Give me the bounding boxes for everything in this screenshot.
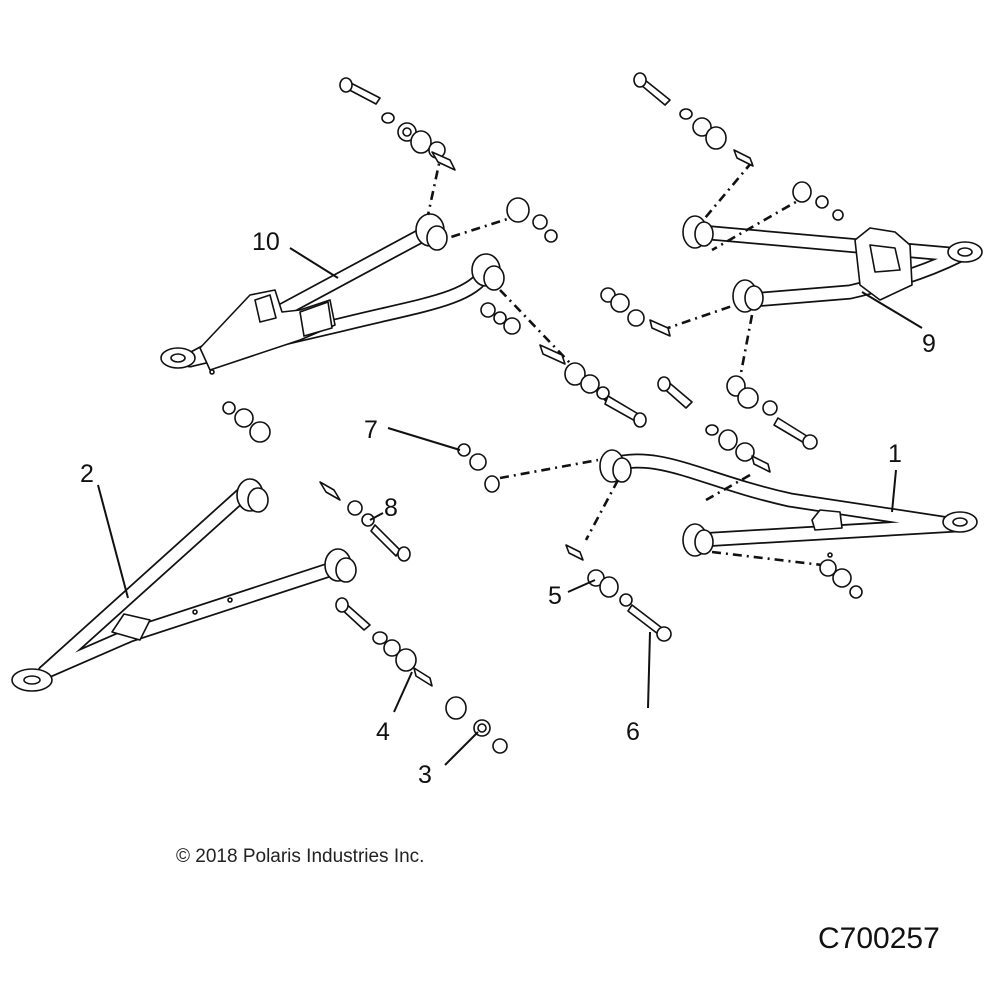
- callout-4: 4: [376, 718, 390, 746]
- figure-id: C700257: [818, 922, 940, 955]
- a-arm-10: [160, 213, 505, 375]
- callout-8: 8: [384, 494, 398, 522]
- callout-5: 5: [548, 582, 562, 610]
- leader-lines: [97, 247, 923, 766]
- copyright-notice: © 2018 Polaris Industries Inc.: [176, 846, 425, 867]
- a-arm-2: [11, 478, 357, 692]
- callout-9: 9: [922, 330, 936, 358]
- callout-1: 1: [888, 440, 902, 468]
- a-arm-9: [682, 215, 983, 313]
- callout-7: 7: [364, 416, 378, 444]
- callout-3: 3: [418, 761, 432, 789]
- assembly-lines: [426, 149, 823, 567]
- hardware: [222, 72, 863, 754]
- a-arm-1: [599, 449, 978, 558]
- callout-2: 2: [80, 460, 94, 488]
- callout-10: 10: [252, 228, 280, 256]
- callout-6: 6: [626, 718, 640, 746]
- callout-labels: 10 9 1 2 7 8 5 4 6 3: [80, 228, 936, 789]
